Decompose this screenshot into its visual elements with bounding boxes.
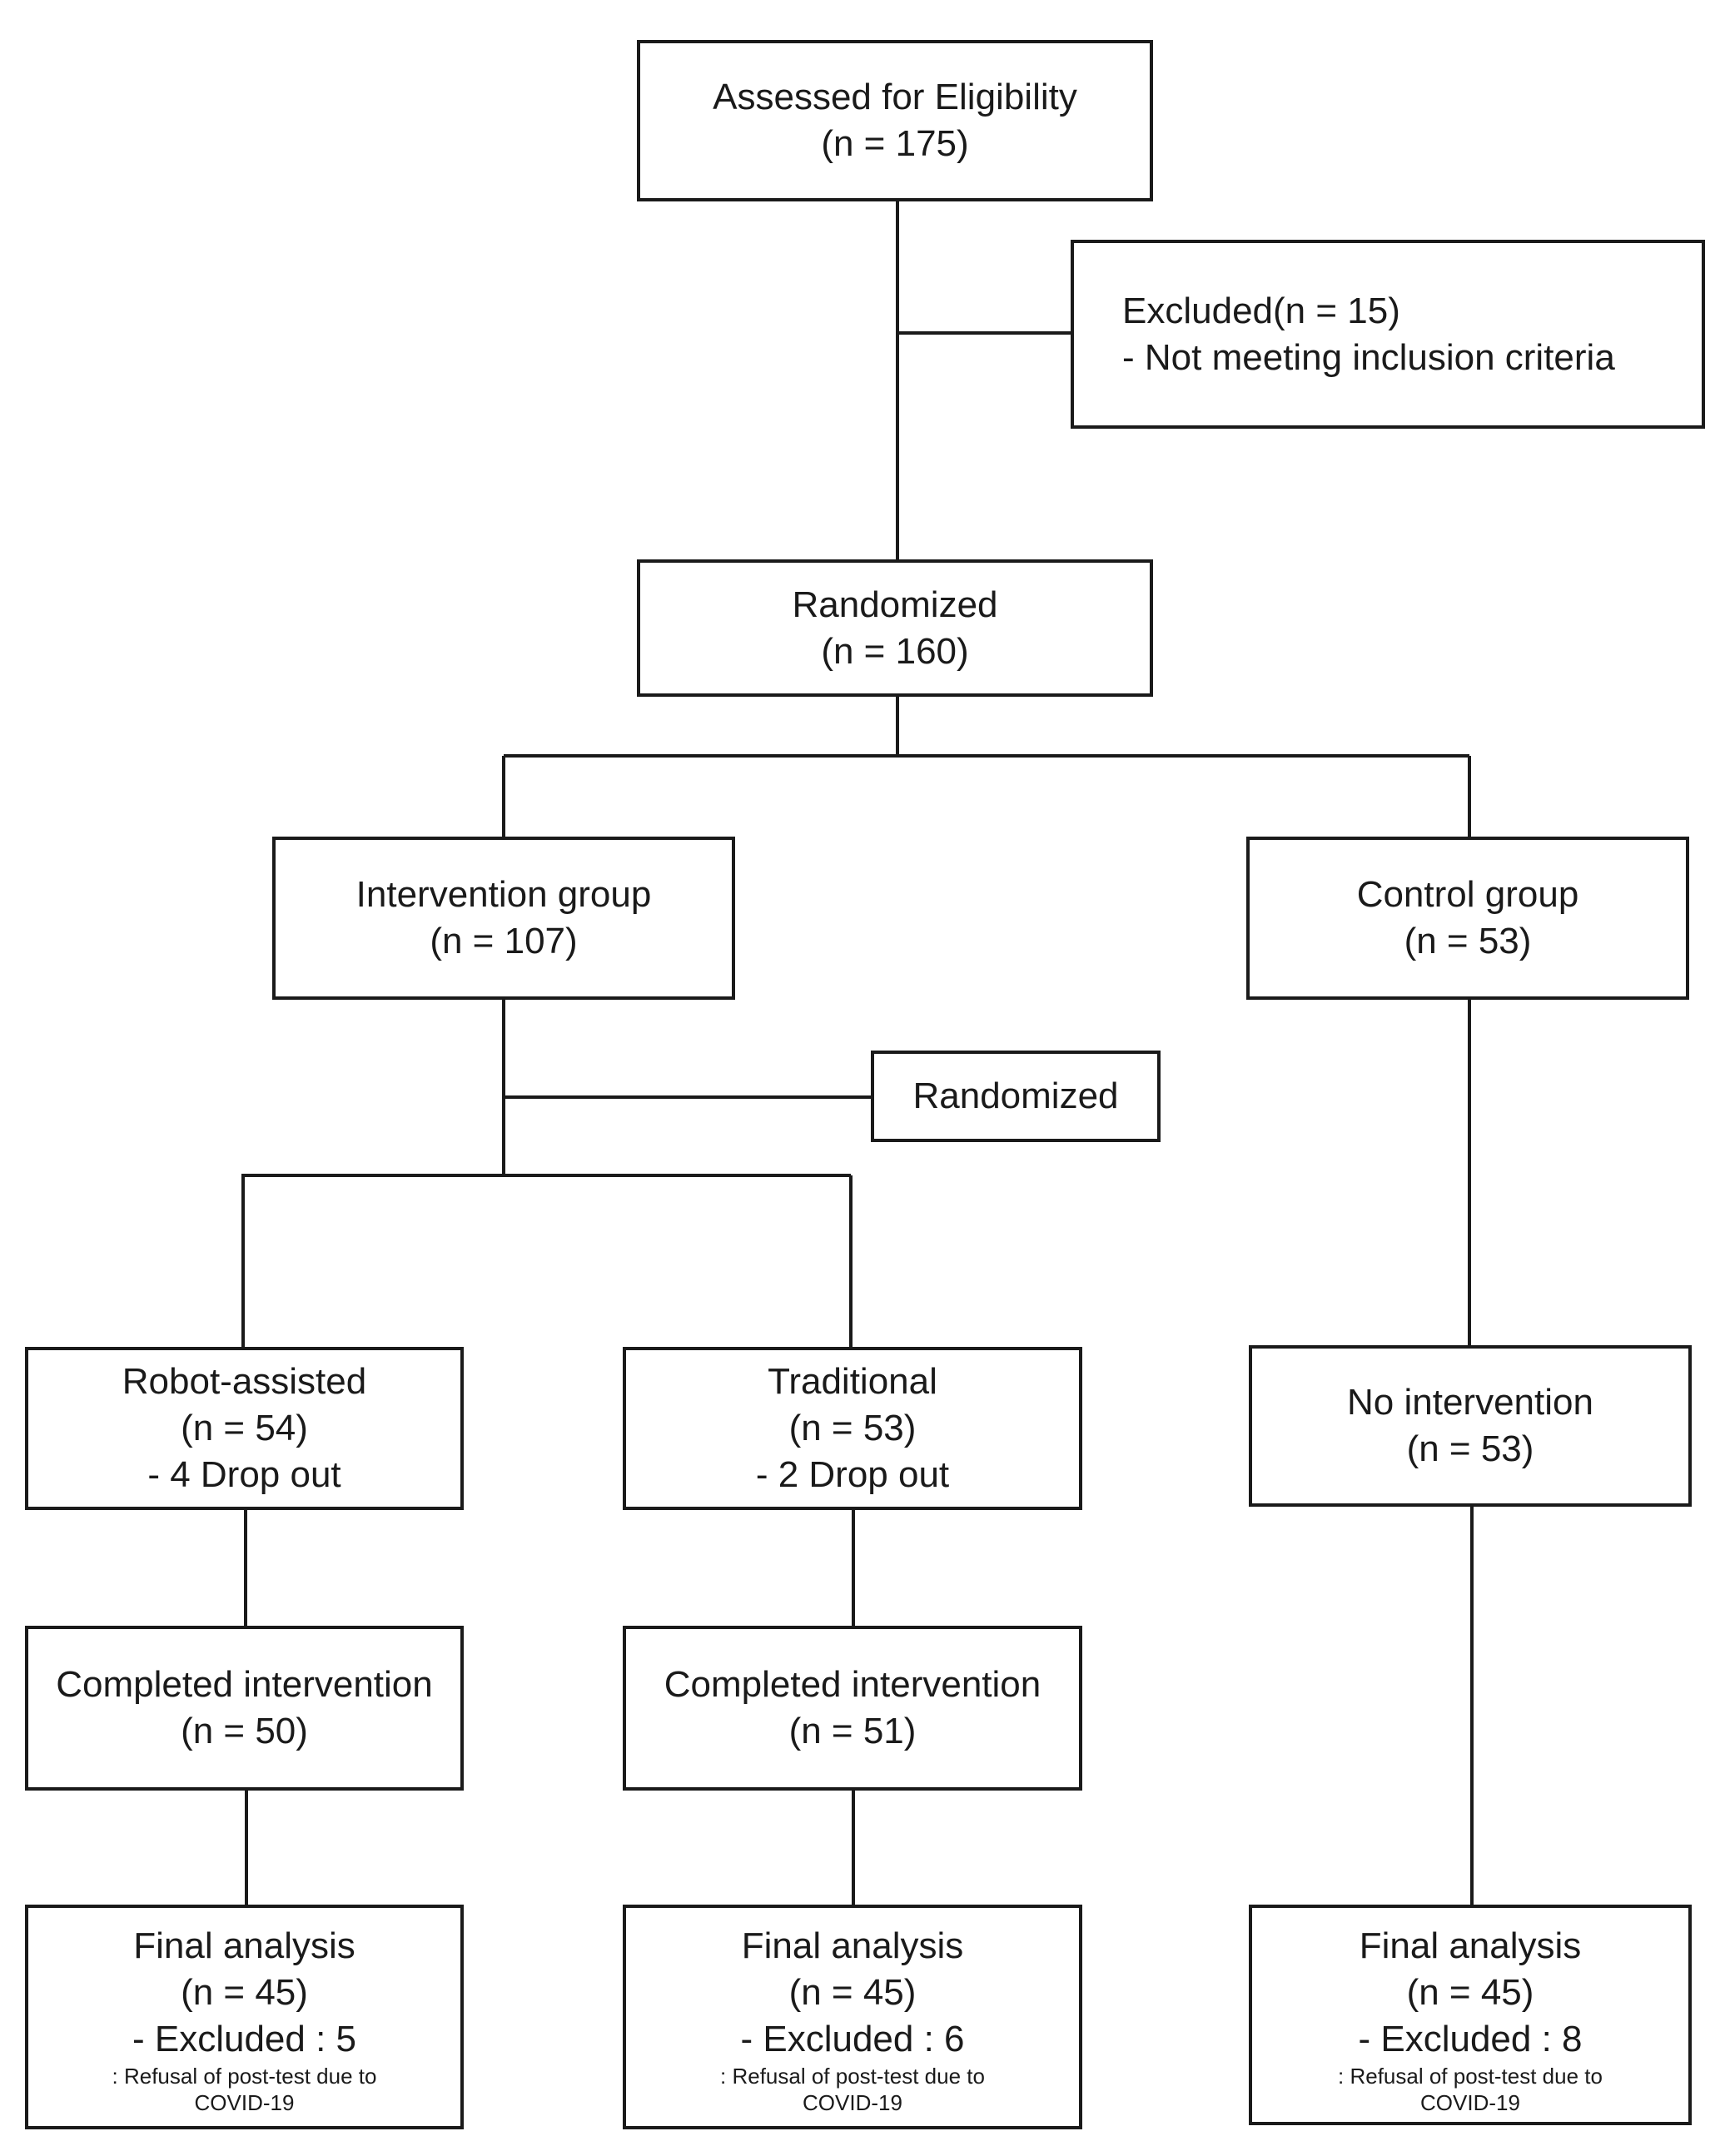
final-robot-count: (n = 45) — [181, 1972, 308, 2013]
randomized-small-box: Randomized — [871, 1051, 1161, 1142]
final-control-count: (n = 45) — [1406, 1972, 1534, 2013]
control-group-count: (n = 53) — [1404, 921, 1532, 961]
control-group-title: Control group — [1356, 874, 1579, 915]
no-intervention-box: No intervention (n = 53) — [1249, 1345, 1692, 1507]
final-robot-note: : Refusal of post-test due to — [112, 2064, 377, 2089]
completed-robot-title: Completed intervention — [56, 1664, 433, 1705]
traditional-title: Traditional — [768, 1361, 937, 1402]
final-control-note: : Refusal of post-test due to — [1338, 2064, 1603, 2089]
final-traditional-note-covid: COVID-19 — [803, 2090, 902, 2115]
completed-traditional-count: (n = 51) — [788, 1711, 917, 1751]
completed-robot-count: (n = 50) — [181, 1711, 308, 1751]
final-traditional-title: Final analysis — [741, 1925, 964, 1966]
completed-traditional-box: Completed intervention (n = 51) — [623, 1626, 1082, 1791]
traditional-count: (n = 53) — [788, 1408, 917, 1448]
no-intervention-count: (n = 53) — [1406, 1428, 1534, 1469]
robot-assisted-dropout: - 4 Drop out — [147, 1454, 341, 1495]
final-control-title: Final analysis — [1359, 1925, 1582, 1966]
completed-traditional-title: Completed intervention — [664, 1664, 1041, 1705]
robot-assisted-box: Robot-assisted (n = 54) - 4 Drop out — [25, 1347, 464, 1510]
final-traditional-excluded: - Excluded : 6 — [740, 2019, 965, 2059]
final-control-excluded: - Excluded : 8 — [1358, 2019, 1583, 2059]
assessed-title: Assessed for Eligibility — [713, 77, 1077, 117]
randomized-box: Randomized (n = 160) — [637, 559, 1153, 697]
no-intervention-title: No intervention — [1347, 1382, 1593, 1423]
robot-assisted-title: Robot-assisted — [122, 1361, 367, 1402]
randomized-title: Randomized — [792, 584, 998, 625]
final-control-box: Final analysis (n = 45) - Excluded : 8 :… — [1249, 1905, 1692, 2125]
assessed-count: (n = 175) — [821, 123, 969, 164]
final-robot-title: Final analysis — [133, 1925, 355, 1966]
intervention-group-count: (n = 107) — [430, 921, 578, 961]
intervention-group-box: Intervention group (n = 107) — [272, 837, 735, 1000]
traditional-box: Traditional (n = 53) - 2 Drop out — [623, 1347, 1082, 1510]
intervention-group-title: Intervention group — [355, 874, 652, 915]
final-traditional-note: : Refusal of post-test due to — [720, 2064, 985, 2089]
final-robot-excluded: - Excluded : 5 — [132, 2019, 357, 2059]
control-group-box: Control group (n = 53) — [1246, 837, 1689, 1000]
final-robot-note-covid: COVID-19 — [194, 2090, 295, 2115]
final-traditional-count: (n = 45) — [788, 1972, 917, 2013]
excluded-reason: - Not meeting inclusion criteria — [1122, 336, 1615, 378]
randomized-count: (n = 160) — [821, 630, 969, 672]
traditional-dropout: - 2 Drop out — [755, 1454, 950, 1495]
final-control-note-covid: COVID-19 — [1420, 2090, 1520, 2115]
assessed-box: Assessed for Eligibility (n = 175) — [637, 40, 1153, 201]
final-robot-box: Final analysis (n = 45) - Excluded : 5 :… — [25, 1905, 464, 2129]
completed-robot-box: Completed intervention (n = 50) — [25, 1626, 464, 1791]
excluded-title: Excluded(n = 15) — [1122, 290, 1400, 331]
final-traditional-box: Final analysis (n = 45) - Excluded : 6 :… — [623, 1905, 1082, 2129]
excluded-box: Excluded(n = 15) - Not meeting inclusion… — [1071, 240, 1705, 429]
robot-assisted-count: (n = 54) — [181, 1408, 308, 1448]
randomized-small-title: Randomized — [912, 1076, 1119, 1116]
